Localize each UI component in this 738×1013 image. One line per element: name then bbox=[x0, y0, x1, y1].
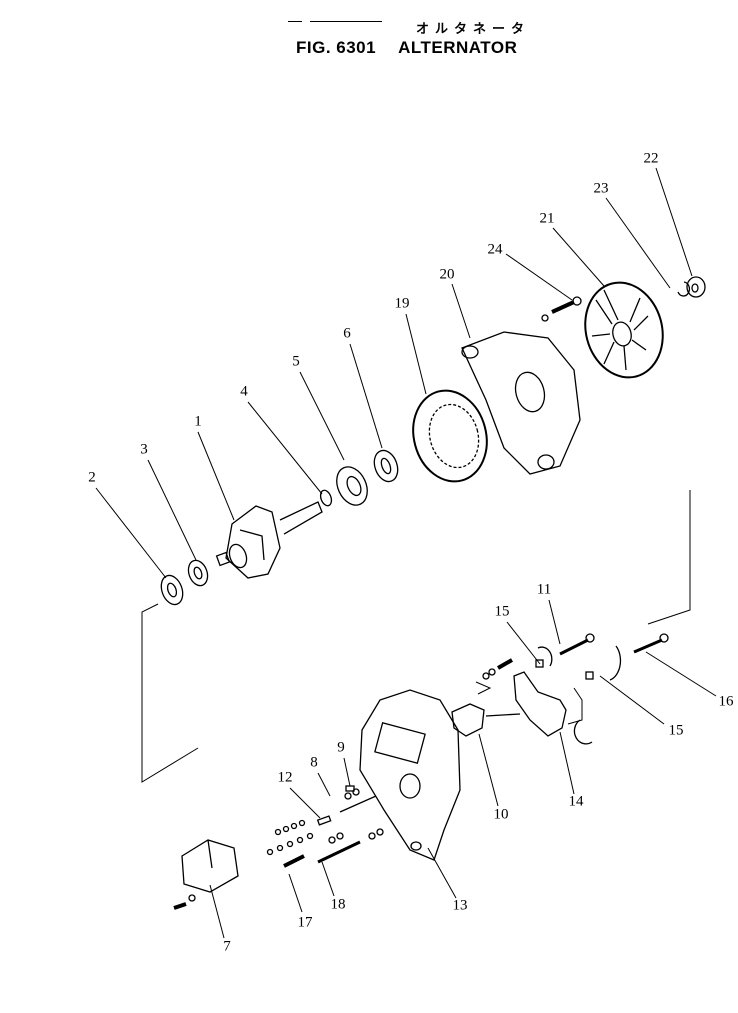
callout-13: 13 bbox=[452, 897, 468, 914]
stator-19 bbox=[412, 389, 488, 483]
callout-21: 21 bbox=[539, 210, 555, 227]
bolt-16 bbox=[633, 633, 669, 654]
spacer-4 bbox=[319, 489, 333, 507]
callout-6: 6 bbox=[343, 325, 351, 342]
callout-7: 7 bbox=[223, 938, 231, 955]
regulator-7 bbox=[173, 839, 239, 910]
assembly-bracket-lines bbox=[141, 490, 691, 783]
figure-name: ALTERNATOR bbox=[398, 38, 518, 57]
rear-bracket-13 bbox=[359, 689, 461, 861]
callout-20: 20 bbox=[439, 266, 455, 283]
callout-19: 19 bbox=[394, 295, 410, 312]
callout-17: 17 bbox=[297, 914, 313, 931]
title-rule-long bbox=[310, 21, 382, 22]
bolt-24 bbox=[541, 296, 582, 322]
callout-1: 1 bbox=[194, 413, 202, 430]
callout-2: 2 bbox=[88, 469, 96, 486]
callout-3: 3 bbox=[140, 441, 148, 458]
callout-9: 9 bbox=[337, 739, 345, 756]
nut-15a bbox=[535, 659, 544, 668]
callout-5: 5 bbox=[292, 353, 300, 370]
callout-14: 14 bbox=[568, 793, 584, 810]
callout-4: 4 bbox=[240, 383, 248, 400]
callout-10: 10 bbox=[493, 806, 509, 823]
fan-21 bbox=[584, 281, 664, 379]
clip-upper bbox=[537, 646, 553, 667]
title-japanese: オルタネータ bbox=[416, 22, 531, 37]
callout-24: 24 bbox=[487, 241, 503, 258]
bearing-3 bbox=[187, 559, 209, 587]
clip-right bbox=[609, 645, 622, 681]
title-rule-short bbox=[288, 21, 302, 22]
callout-12: 12 bbox=[277, 769, 293, 786]
rotor-1 bbox=[215, 501, 323, 579]
callout-8: 8 bbox=[310, 754, 318, 771]
nut-15b bbox=[585, 671, 594, 680]
callout-11: 11 bbox=[536, 581, 552, 598]
bearing-2 bbox=[160, 574, 184, 606]
leader-lines bbox=[95, 167, 717, 939]
callout-16: 16 bbox=[718, 693, 734, 710]
clip-lower bbox=[573, 719, 593, 745]
callout-23: 23 bbox=[593, 180, 609, 197]
rectifier-14 bbox=[513, 671, 567, 737]
bearing-retainer-plate-5 bbox=[336, 466, 368, 506]
small-hardware-group bbox=[266, 658, 513, 868]
figure-title: FIG. 6301 ALTERNATOR bbox=[296, 38, 517, 58]
nut-22 bbox=[686, 276, 706, 298]
front-bracket-20 bbox=[461, 331, 581, 475]
callout-15-upper: 15 bbox=[494, 603, 510, 620]
callout-22: 22 bbox=[643, 150, 659, 167]
figure-number: FIG. 6301 bbox=[296, 38, 377, 57]
bolt-11 bbox=[559, 633, 595, 656]
callout-18: 18 bbox=[330, 896, 346, 913]
callout-15-lower: 15 bbox=[668, 722, 684, 739]
brush-holder-10 bbox=[451, 703, 521, 737]
bearing-6 bbox=[373, 449, 399, 483]
